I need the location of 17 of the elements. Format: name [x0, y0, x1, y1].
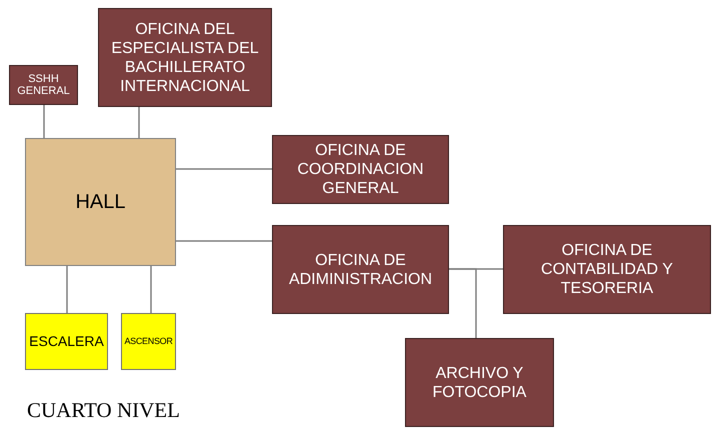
- office-box: ARCHIVO Y FOTOCOPIA: [405, 338, 554, 427]
- connector-line: [176, 168, 272, 170]
- connector-line: [43, 105, 45, 138]
- office-box: OFICINA DE COORDINACION GENERAL: [272, 135, 449, 204]
- office-box: OFICINA DEL ESPECIALISTA DEL BACHILLERATO INTERNACIONAL: [98, 8, 272, 107]
- office-box: OFICINA DE ADIMINISTRACION: [272, 225, 449, 314]
- floor-title: CUARTO NIVEL: [27, 398, 180, 422]
- room-box: SSHH GENERAL: [9, 65, 78, 105]
- office-box: OFICINA DE CONTABILIDAD Y TESORERIA: [503, 225, 711, 314]
- connector-line: [150, 266, 152, 313]
- connector-line: [66, 266, 68, 313]
- stairs-box: ESCALERA: [25, 313, 108, 370]
- elevator-box: ASCENSOR: [121, 313, 176, 370]
- hall-box: HALL: [25, 138, 176, 266]
- connector-line: [449, 268, 477, 338]
- connector-line: [138, 107, 140, 138]
- connector-line: [176, 240, 272, 242]
